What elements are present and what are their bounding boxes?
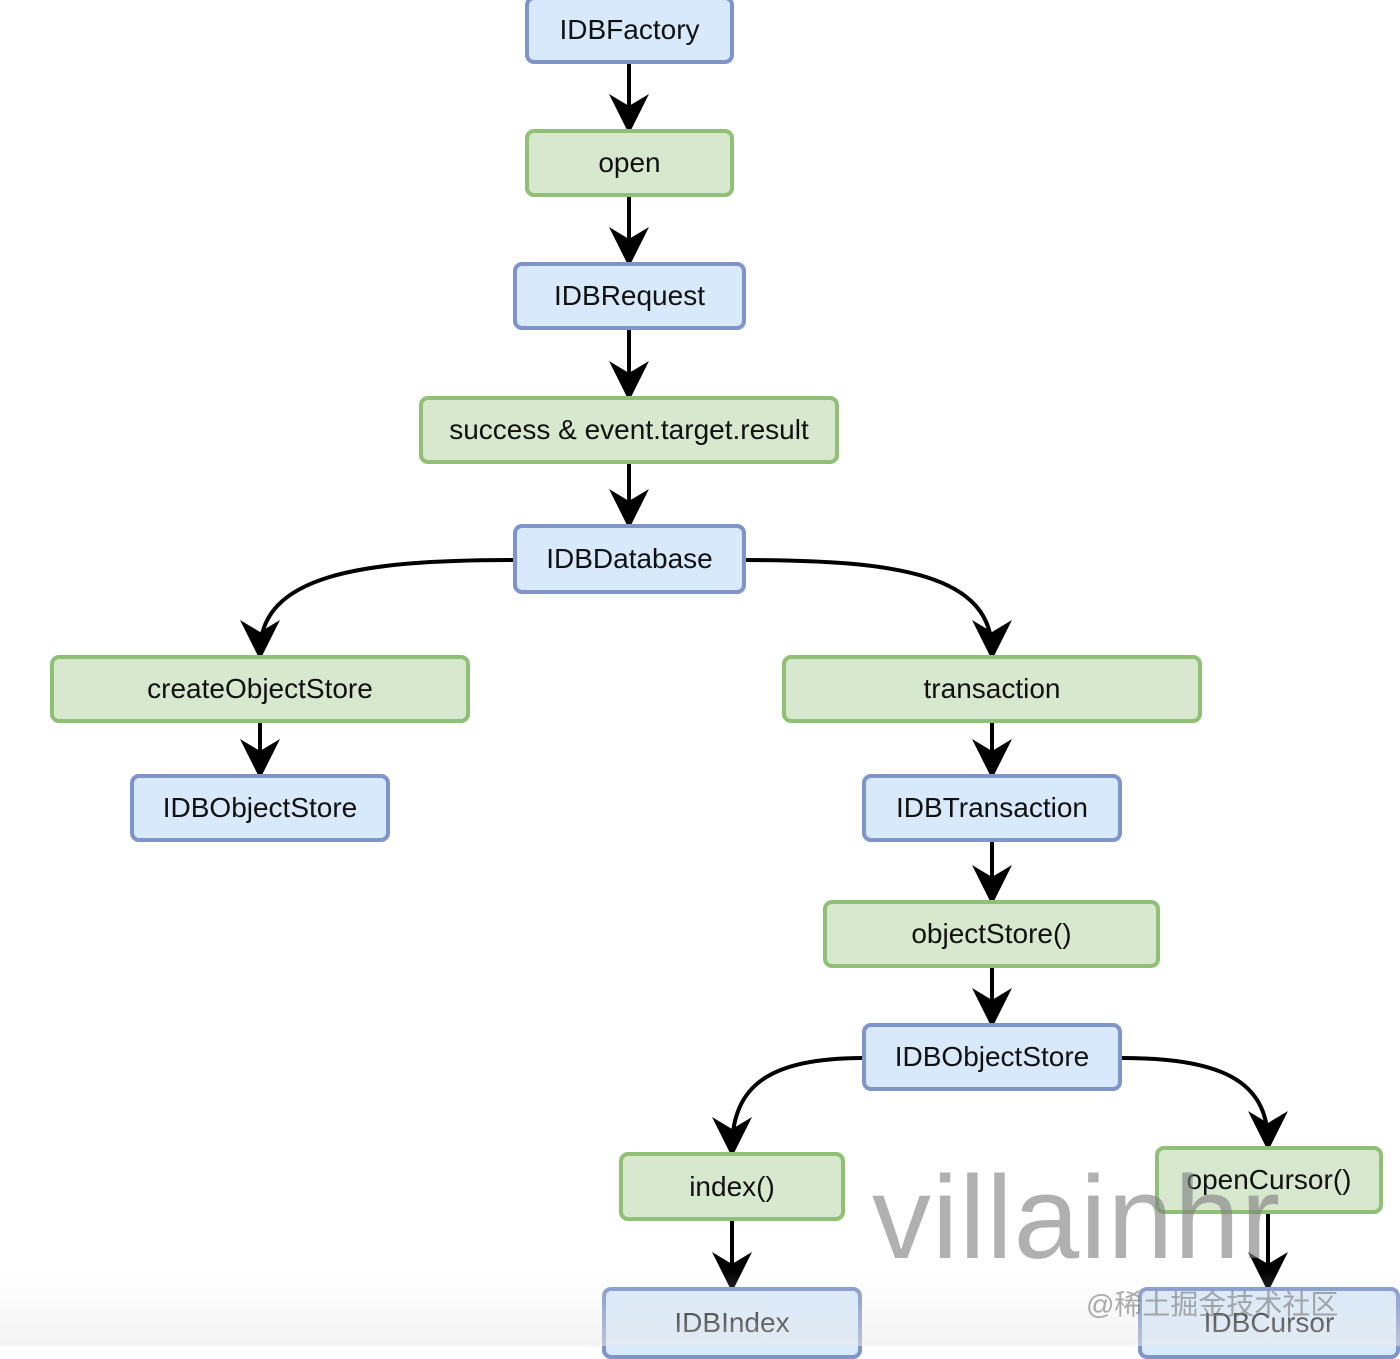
node-idb-request: IDBRequest [513,262,746,330]
node-transaction: transaction [782,655,1202,723]
arrow-database-to-transaction [743,558,1012,660]
node-open-cursor: openCursor() [1155,1146,1383,1214]
node-idb-index: IDBIndex [602,1287,862,1359]
node-create-object-store: createObjectStore [50,655,470,723]
node-idb-object-store-right: IDBObjectStore [862,1023,1122,1091]
node-idb-transaction: IDBTransaction [862,774,1122,842]
arrow-object-store-to-open-cursor [1120,1056,1288,1151]
arrow-database-to-create-object-store [240,558,515,660]
arrow-object-store-to-index [712,1056,864,1157]
node-idb-object-store-left: IDBObjectStore [130,774,390,842]
node-idb-database: IDBDatabase [513,524,746,594]
node-idb-factory: IDBFactory [525,0,734,64]
node-idb-cursor: IDBCursor [1138,1287,1400,1359]
node-index-method: index() [619,1152,845,1221]
node-object-store-method: objectStore() [823,900,1160,968]
node-success-event-target-result: success & event.target.result [419,396,839,464]
node-open: open [525,129,734,197]
